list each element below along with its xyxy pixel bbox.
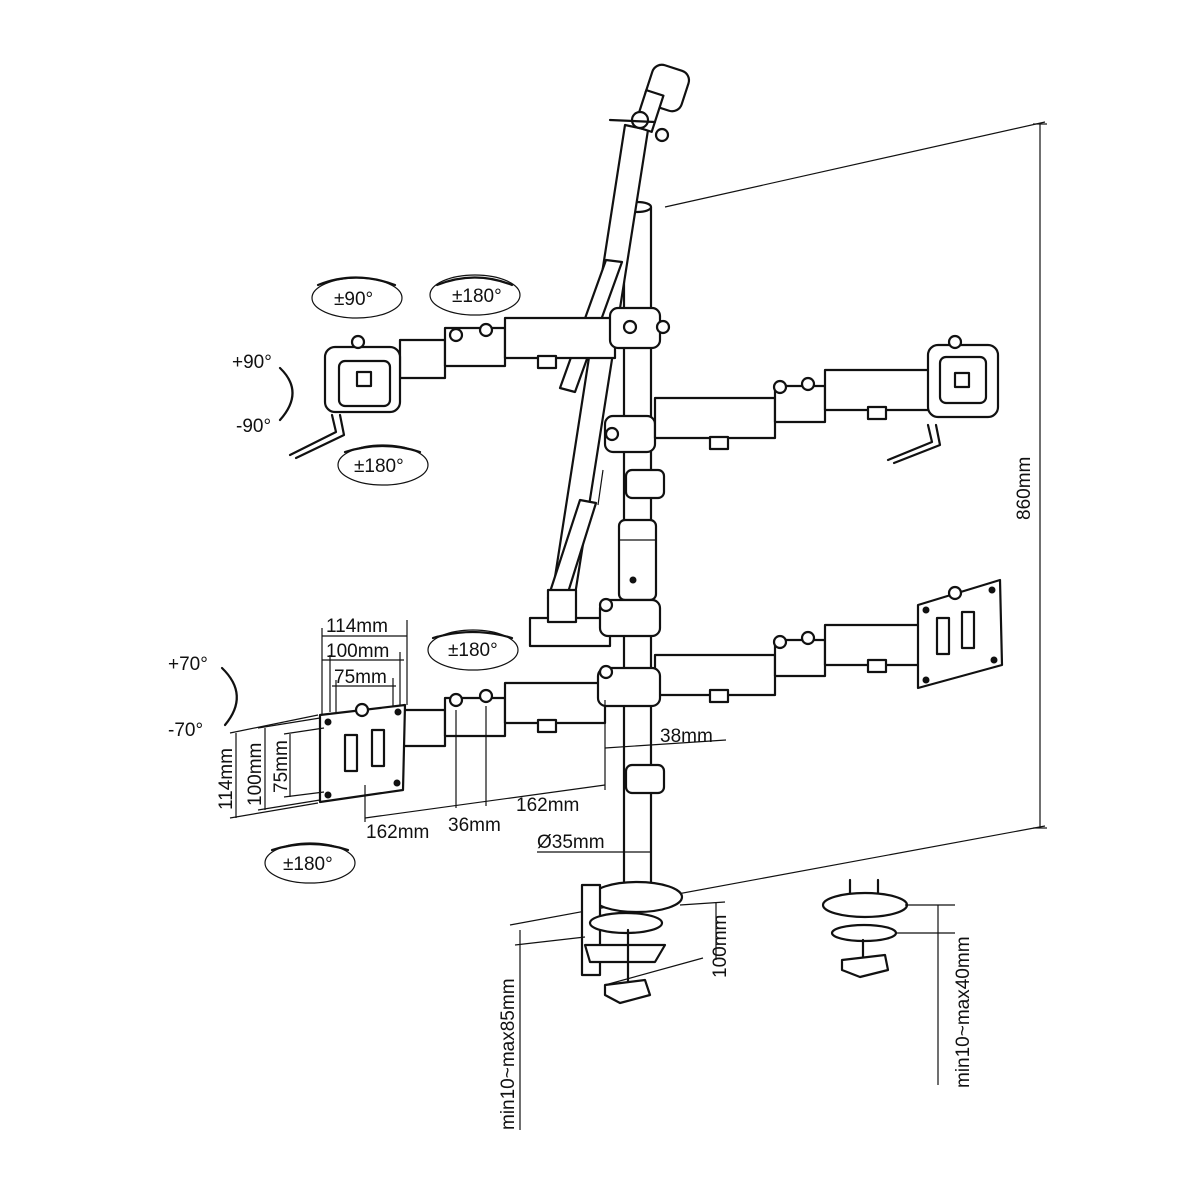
arm-top-left (398, 306, 671, 380)
pole-clamps (598, 468, 666, 795)
pole-diameter-label: Ø35mm (537, 832, 605, 853)
vesa-114-label: 114mm (326, 616, 388, 637)
monitor-plate-top-right (926, 334, 1000, 419)
arm-length-a-label: 162mm (366, 822, 429, 843)
monitor-plate-top-left (323, 334, 402, 414)
tilt-up-label-bottom: +70° (168, 654, 208, 675)
rotation-indicators (220, 274, 521, 884)
vesa-100-label: 100mm (326, 641, 389, 662)
vesa-114-vertical-label: 114mm (216, 748, 237, 810)
vesa-plate-bottom-left (318, 702, 407, 804)
tilt-up-label: +90° (232, 352, 272, 373)
tilt-down-label-bottom: -70° (168, 720, 203, 741)
desk-clamp (580, 880, 684, 1005)
grommet-mount (821, 878, 909, 979)
height-label: 860mm (1014, 457, 1035, 520)
grommet-range-label: min10~max40mm (953, 936, 974, 1088)
rotation-label-arm-top: ±180° (452, 286, 502, 307)
clamp-height-label: 100mm (710, 915, 731, 978)
vesa-75-vertical-label: 75mm (271, 740, 292, 793)
rotation-label-swivel-top: ±90° (334, 289, 373, 310)
boom-top-clamp (608, 63, 691, 143)
clamp-range-label: min10~max85mm (498, 978, 519, 1130)
rotation-label-bottom: ±180° (283, 854, 333, 875)
handle-top-left (288, 413, 346, 460)
rotation-label-arm-bottom: ±180° (448, 640, 498, 661)
dimension-lines (229, 620, 955, 1130)
arm-joint-label: 36mm (448, 815, 501, 836)
arm-length-b-label: 162mm (516, 795, 579, 816)
handle-top-right (886, 423, 942, 465)
rotation-label-top: ±180° (354, 456, 404, 477)
vesa-plate-bottom-right (916, 578, 1004, 690)
vesa-100-vertical-label: 100mm (245, 743, 266, 806)
vesa-75-label: 75mm (334, 667, 387, 688)
pole-offset-label: 38mm (660, 726, 713, 747)
tilt-down-label: -90° (236, 416, 271, 437)
arm-top-right (603, 368, 932, 454)
arm-bottom-right (653, 623, 922, 704)
arm-bottom-left (398, 664, 662, 748)
